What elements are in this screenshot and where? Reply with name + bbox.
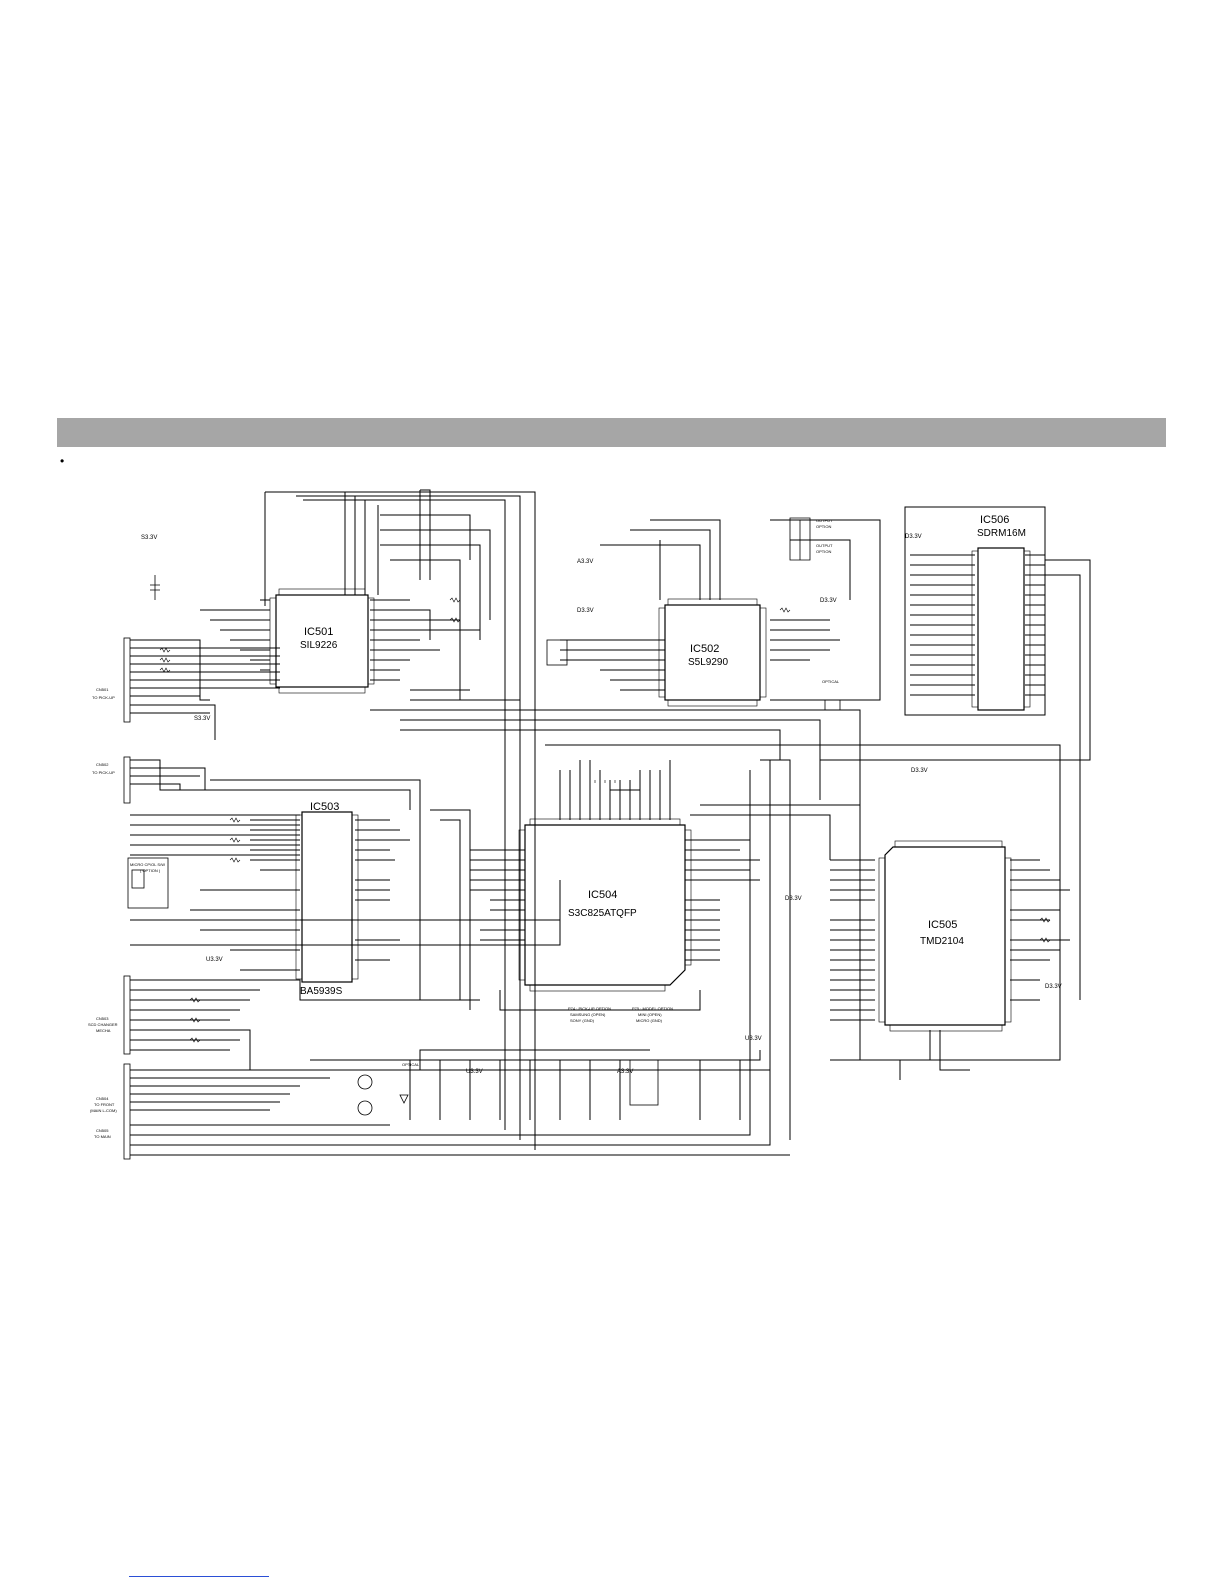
ic505-chip: IC505 TMD2104 [878,840,1012,1032]
note-output-c: OUTPUT [816,543,833,548]
note-p74-a: SAMSUNG (OPEN) [570,1012,606,1017]
note-output-a: OUTPUT [816,518,833,523]
ic502-chip: IC502 S5L9290 [658,598,767,707]
section-header-bar [57,418,1166,447]
power-label-a33: A3.3V [577,559,593,565]
cn502-label: CN502 [96,762,109,767]
ic505-part: TMD2104 [920,936,964,947]
power-labels: S3.3V S3.3V A3.3V D3.3V D3.3V D3.3V D3.3… [141,534,1062,1075]
ic503-part: BA5939S [300,986,343,997]
connector-labels: CN501 TO PICK-UP CN502 TO PICK-UP CN503 … [88,687,118,1139]
cn504-to: TO FRONT [94,1102,115,1107]
note-p74-b: SONY (GND) [570,1018,595,1023]
ic502-part: S5L9290 [688,657,728,668]
ic503-ref: IC503 [310,801,339,813]
note-p74: P74 : PICK-UP OPTION [568,1006,611,1011]
ic501-ref: IC501 [304,626,333,638]
footer-link-underline [129,1576,269,1577]
power-label-s33-a: S3.3V [141,535,157,541]
ic505-ref: IC505 [928,919,957,931]
power-label-d33-d: D3.3V [911,768,928,774]
power-label-d33-b: D3.3V [820,598,837,604]
note-optical-b: OPTICAL [402,1062,420,1067]
ic503-chip: IC503 BA5939S [295,801,359,997]
cn505-to: TO MAIN [94,1134,111,1139]
ic501-part: SIL9226 [300,640,338,651]
cn501-to: TO PICK-UP [92,695,115,700]
ic501-chip: IC501 SIL9226 [269,588,375,694]
ic502-ref: IC502 [690,643,719,655]
cn504-main: (MAIN L-COM) [90,1108,117,1113]
power-label-u33-a: U3.3V [206,957,223,963]
ic504-ref: IC504 [588,889,617,901]
ic504-chip: IC504 S3C825ATQFP [518,818,692,992]
bullet-point: • [60,454,65,468]
note-option: ( OPTION ) [140,868,161,873]
power-label-d33-f: D3.3V [1045,984,1062,990]
note-optical-a: OPTICAL [822,679,840,684]
power-label-a33-b: A3.3V [617,1069,633,1075]
passive-component-marks [159,597,1051,1043]
power-label-d33-c: D3.3V [905,534,922,540]
ic506-part: SDRM16M [977,528,1026,539]
notes: MICRO CP/OL S/W ( OPTION ) OUTPUT OPTION… [130,518,840,1067]
power-label-d33-a: D3.3V [577,608,594,614]
note-p75-b: MICRO (GND) [636,1018,663,1023]
cn502-to: TO PICK-UP [92,770,115,775]
cn501-label: CN501 [96,687,109,692]
components [150,517,811,1116]
power-label-d33-e: D3.3V [785,896,802,902]
cn503-mech: MECHA [96,1028,111,1033]
connector-blocks [123,637,841,1160]
power-label-s33-b: S3.3V [194,716,210,722]
cn505-label: CN505 [96,1128,109,1133]
ic506-chip: IC506 SDRM16M [971,514,1031,711]
cn503-label: CN503 [96,1016,109,1021]
ic504-part: S3C825ATQFP [568,908,637,919]
power-label-u33-b: U3.3V [745,1036,762,1042]
cn504-label: CN504 [96,1096,109,1101]
wiring [130,489,1091,1156]
note-micro-sw: MICRO CP/OL S/W [130,862,165,867]
ic506-ref: IC506 [980,514,1009,526]
note-output-b: OPTION [816,524,831,529]
power-label-u33-c: U3.3V [466,1069,483,1075]
cn503-to: SCD CHANGER [88,1022,118,1027]
note-output-d: OPTION [816,549,831,554]
note-p75-a: MINI (OPEN) [638,1012,662,1017]
note-p75: P75 : MODEL OPTION [632,1006,673,1011]
